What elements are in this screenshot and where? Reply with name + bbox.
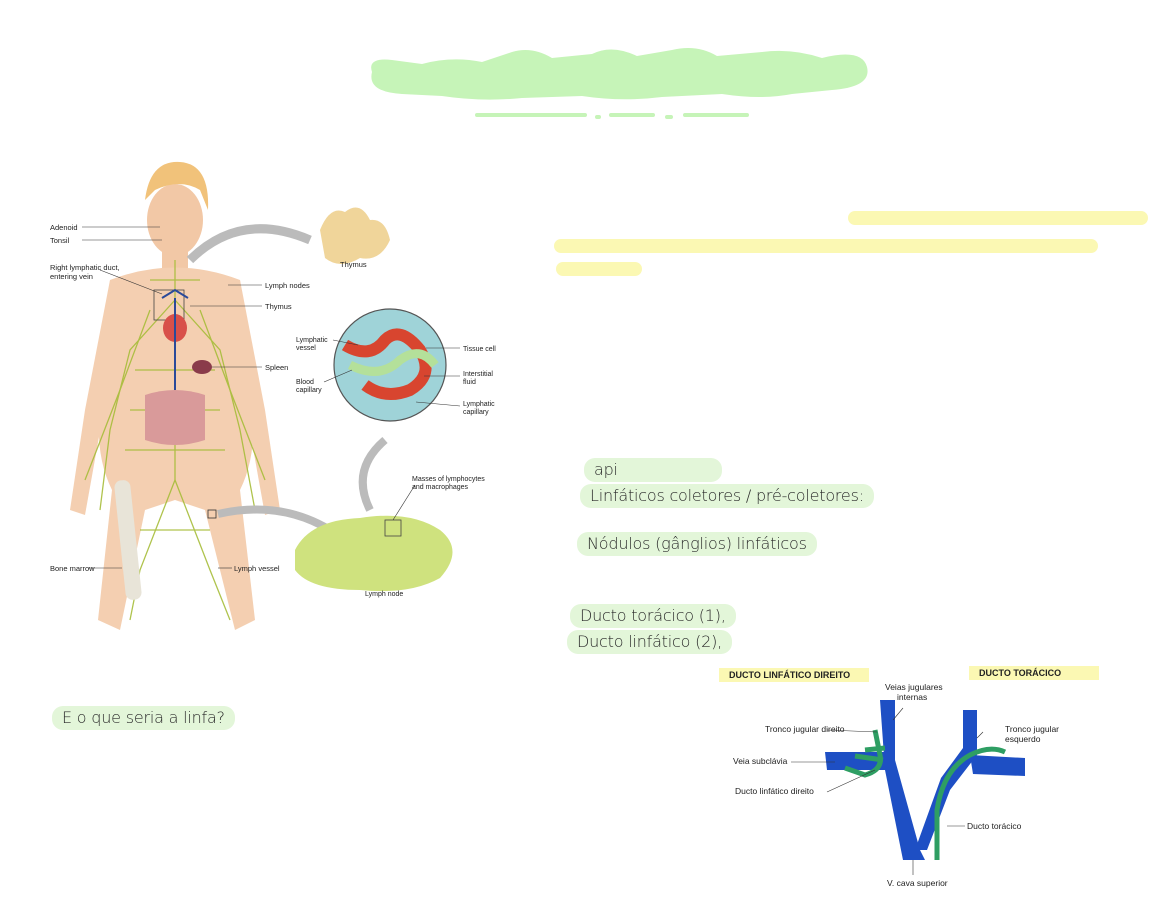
label-bone-marrow: Bone marrow [50,564,95,573]
label-tronco-esq-2: esquerdo [1005,734,1041,744]
node-box [207,509,217,519]
label-lymph-vessel: Lymph vessel [234,564,280,573]
note-nodulos: Nódulos (gânglios) linfáticos [577,532,817,556]
highlight-bar-2 [554,239,1098,253]
label-lymphatic-capillary-2: capillary [463,409,489,416]
label-thymus: Thymus [265,302,292,311]
label-tonsil: Tonsil [50,236,70,245]
label-lymphatic-capillary-1: Lymphatic [463,401,495,408]
label-tronco-dir: Tronco jugular direito [765,724,845,734]
label-ducto-dir: Ducto linfático direito [735,786,814,796]
label-masses-2: and macrophages [412,484,469,491]
head-right-highlight [969,666,1099,680]
intestines [145,390,205,445]
note-linfa-question: E o que seria a linfa? [52,706,235,730]
label-adenoid: Adenoid [50,223,78,232]
label-veias-1: Veias jugulares [885,682,943,692]
note-ducto-toracico: Ducto torácico (1), [570,604,736,628]
note-api: api [584,458,722,482]
arrow-to-capillary [358,436,388,512]
veins [825,700,1025,860]
note-coletores: Linfáticos coletores / pré-coletores: [580,484,874,508]
note-ducto-linfatico: Ducto linfático (2), [567,630,733,654]
arrow-to-node [217,505,333,534]
label-spleen: Spleen [265,363,288,372]
lymph-node-detail [295,515,453,592]
label-interstitial-1: Interstitial [463,371,493,378]
label-blood-capillary-2: capillary [296,387,322,394]
lymph-ducts [844,729,1007,860]
arrow-to-thymus [186,224,312,264]
capillary-detail [333,308,447,422]
label-lymphatic-vessel-2: vessel [296,345,316,352]
label-veia-sub: Veia subclávia [733,756,788,766]
label-lymph-node: Lymph node [365,591,403,598]
label-right-duct-1: Right lymphatic duct, [50,263,120,272]
spleen-organ [192,360,212,374]
title-underline [475,113,749,119]
head-left: DUCTO LINFÁTICO DIREITO [729,670,850,680]
highlight-bar-1 [848,211,1148,225]
body-silhouette [70,161,280,630]
head-left-highlight [719,668,869,682]
bone-marrow-bone [114,480,142,600]
thymus-detail [320,207,390,264]
label-cava: V. cava superior [887,878,948,888]
label-lymph-nodes: Lymph nodes [265,281,310,290]
label-blood-capillary-1: Blood [296,379,314,386]
label-tronco-esq-1: Tronco jugular [1005,724,1059,734]
label-thymus-top: Thymus [340,260,367,269]
ducts-diagram: DUCTO LINFÁTICO DIREITO DUCTO TORÁCICO V… [719,666,1099,888]
label-interstitial-2: fluid [463,379,476,386]
label-right-duct-2: entering vein [50,272,93,281]
highlight-bar-3 [556,262,642,276]
label-veias-2: internas [897,692,927,702]
lymphatic-system-figure: Adenoid Tonsil Right lymphatic duct, ent… [50,161,496,630]
label-tissue-cell: Tissue cell [463,346,496,353]
label-masses-1: Masses of lymphocytes [412,476,485,483]
label-ducto-tor: Ducto torácico [967,821,1022,831]
label-lymphatic-vessel-1: Lymphatic [296,337,328,344]
head-right: DUCTO TORÁCICO [979,668,1061,678]
title-highlight [371,48,868,100]
